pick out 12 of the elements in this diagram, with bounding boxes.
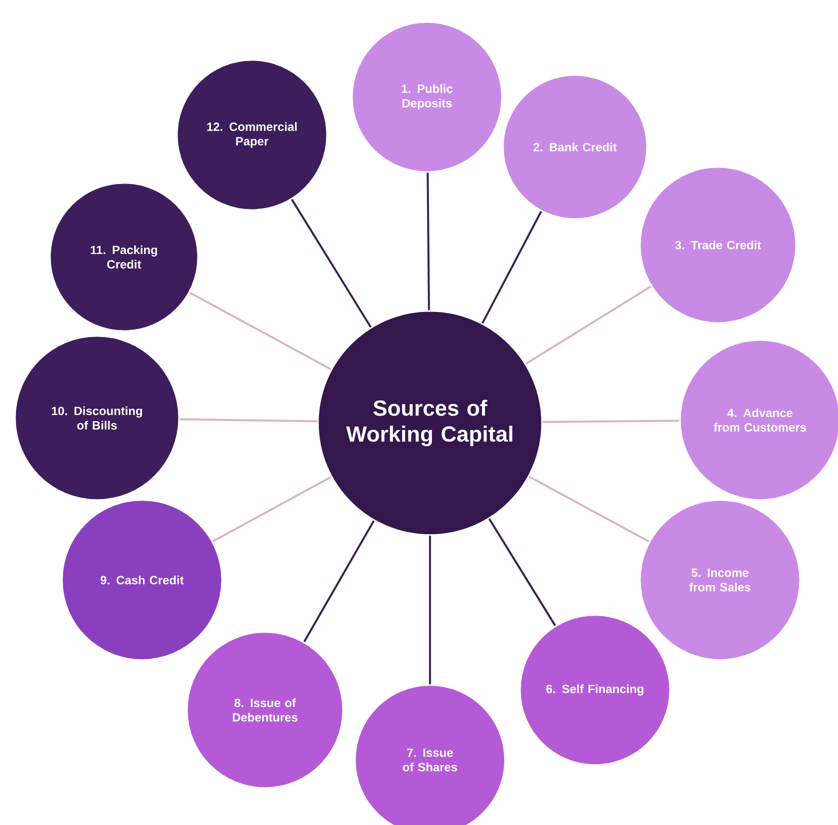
connector-line — [303, 520, 375, 642]
connector-line — [482, 210, 542, 324]
connector-line — [525, 286, 652, 365]
connector-line — [212, 476, 332, 542]
connector-line — [189, 292, 332, 370]
connector-line — [426, 172, 430, 310]
connector-line — [528, 476, 650, 542]
connector-line — [488, 518, 556, 626]
connector-line — [290, 198, 372, 328]
connector-line — [542, 420, 680, 423]
connector-line — [180, 418, 318, 422]
connector-line — [429, 536, 431, 684]
